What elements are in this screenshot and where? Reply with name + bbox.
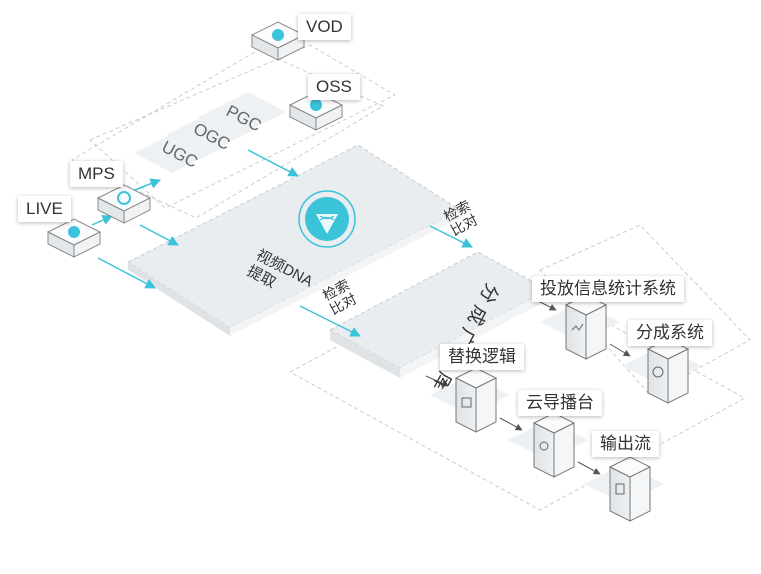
module-label-director: 云导播台 xyxy=(518,390,602,416)
cloud-icon xyxy=(539,441,549,451)
live-broadcast-icon xyxy=(68,226,80,238)
arrow-live-to-tiles xyxy=(91,215,113,226)
arrow-live-to-dna xyxy=(97,257,156,289)
grid-icon xyxy=(461,397,472,408)
module-server-output xyxy=(584,456,664,522)
content-tiles: PGC OGC UGC xyxy=(134,92,286,173)
module-label-stats: 投放信息统计系统 xyxy=(532,276,684,302)
arrow-stats-to-share xyxy=(609,343,631,357)
module-label-replace: 替换逻辑 xyxy=(440,344,524,370)
module-label-output: 输出流 xyxy=(592,431,659,457)
mps-refresh-icon xyxy=(117,191,131,205)
source-label-oss: OSS xyxy=(308,74,360,100)
module-server-stats xyxy=(540,294,620,360)
module-server-director xyxy=(508,412,588,478)
source-label-vod: VOD xyxy=(298,14,351,40)
source-label-mps: MPS xyxy=(70,161,123,187)
vod-play-icon xyxy=(272,29,284,41)
module-label-share: 分成系统 xyxy=(628,320,712,346)
source-box-vod xyxy=(250,21,306,61)
arrow-dna-to-library xyxy=(299,305,361,337)
module-server-replace xyxy=(430,367,510,433)
arrow-dna-to-stats xyxy=(429,225,473,248)
source-label-live: LIVE xyxy=(18,196,71,222)
arrow-library-to-replace xyxy=(425,375,449,387)
oss-cloud-icon xyxy=(310,99,322,111)
source-box-mps xyxy=(96,184,152,224)
file-icon xyxy=(615,483,625,495)
arrow-replace-to-director xyxy=(499,417,523,431)
dna-extract-icon xyxy=(298,190,356,248)
chart-icon xyxy=(571,323,584,331)
source-box-live xyxy=(46,218,102,258)
arrow-mps-to-dna xyxy=(139,224,179,246)
arrow-director-to-output xyxy=(577,461,601,475)
pie-icon xyxy=(652,366,664,378)
module-server-share xyxy=(622,338,702,404)
arrow-oss-to-dna xyxy=(247,149,299,177)
